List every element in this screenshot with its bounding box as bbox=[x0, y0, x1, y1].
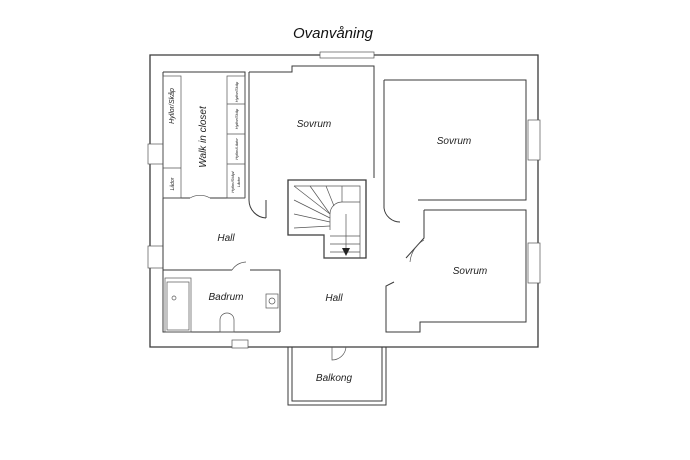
bathroom-label: Badrum bbox=[208, 292, 243, 303]
room-labels: Sovrum Sovrum Sovrum Hall Hall Badrum Ba… bbox=[208, 119, 487, 384]
bedroom-3-label: Sovrum bbox=[453, 266, 487, 277]
bedroom-3-walls bbox=[385, 209, 527, 333]
closet-right-3-label: Hyllor/Lådor bbox=[234, 138, 239, 160]
closet-left-bottom-label: Lådor bbox=[169, 177, 176, 190]
walk-in-closet-label: Walk in closet bbox=[198, 105, 209, 168]
closet-right-2-label: Hyllor/Skåp bbox=[234, 108, 239, 129]
bedroom-1-label: Sovrum bbox=[297, 119, 331, 130]
bedroom-2-walls bbox=[383, 79, 527, 223]
plan-title: Ovanvåning bbox=[293, 25, 374, 42]
bedroom-1-walls bbox=[248, 65, 375, 219]
walk-in-closet bbox=[162, 71, 246, 199]
closet-right-5b-label: Lådor bbox=[236, 176, 241, 187]
balcony bbox=[287, 346, 387, 406]
hall-1-walls bbox=[162, 198, 281, 332]
hall-1-label: Hall bbox=[217, 233, 235, 244]
closet-left-top-label: Hyllor/Skåp bbox=[168, 88, 176, 124]
bedroom-2-label: Sovrum bbox=[437, 136, 471, 147]
hall-2-label: Hall bbox=[325, 293, 343, 304]
outer-walls bbox=[149, 54, 539, 348]
closet-right-1-label: Hyllor/Skåp bbox=[234, 81, 239, 102]
bathroom bbox=[162, 270, 280, 333]
windows bbox=[147, 51, 541, 349]
closet-labels: Hyllor/Skåp Lådor Hyllor/Skåp Hyllor/Skå… bbox=[168, 81, 241, 193]
stair-direction-arrow bbox=[342, 248, 350, 256]
balcony-label: Balkong bbox=[316, 373, 353, 384]
closet-right-5a-label: Hyllor/Skåp/ bbox=[230, 170, 235, 192]
staircase bbox=[287, 179, 367, 259]
